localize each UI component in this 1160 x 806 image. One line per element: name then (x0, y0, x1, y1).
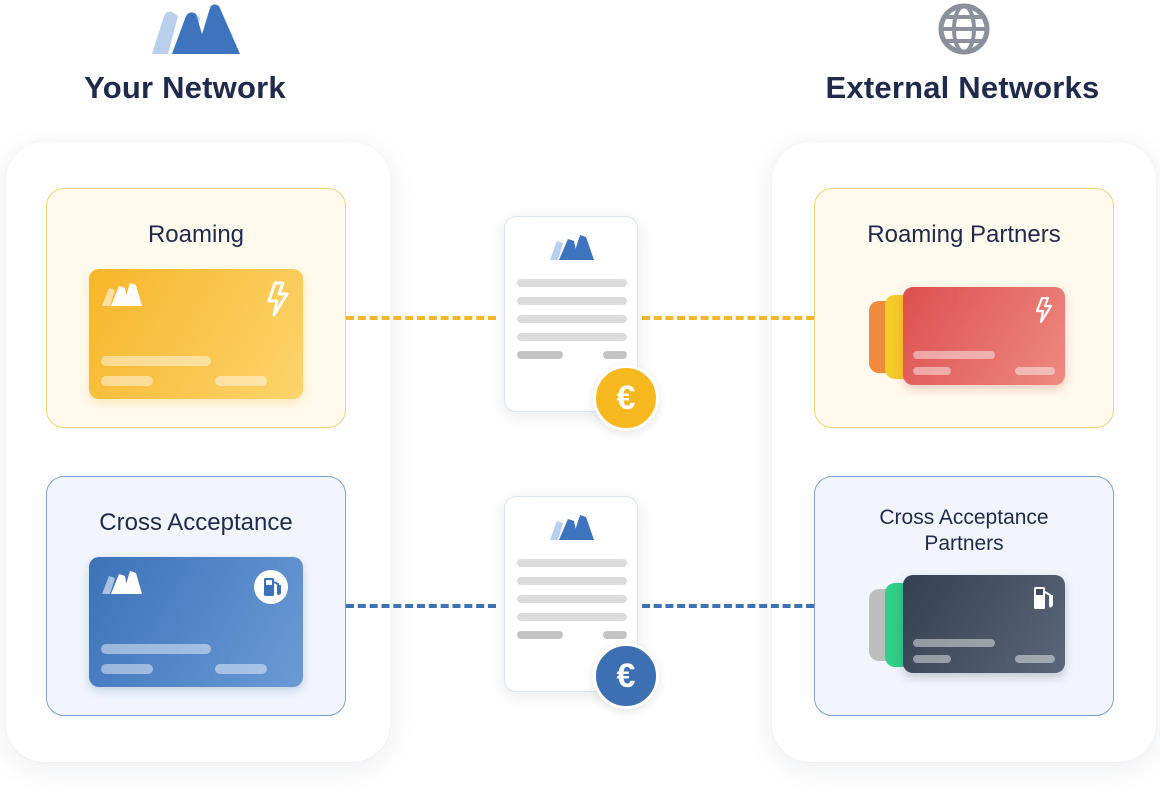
external-networks-title: External Networks (825, 70, 1100, 105)
brand-logo-icon (550, 235, 594, 260)
euro-coin-icon: € (593, 643, 659, 709)
your-network-title: Your Network (84, 70, 286, 105)
cross-acceptance-box: Cross Acceptance (46, 476, 346, 716)
fuel-pump-icon (1034, 587, 1053, 609)
roaming-box: Roaming (46, 188, 346, 428)
fuel-pump-icon (254, 570, 288, 604)
brand-logo-icon (550, 515, 594, 540)
lightning-icon (1035, 297, 1053, 323)
roaming-connector-left (346, 316, 496, 320)
cross-acceptance-partners-title-line1: Cross Acceptance (879, 506, 1049, 529)
cross-acceptance-connector-left (346, 604, 496, 608)
brand-logo-icon (150, 2, 242, 56)
lightning-icon (267, 281, 289, 317)
cross-acceptance-partners-title-line2: Partners (924, 532, 1004, 555)
roaming-partners-box: Roaming Partners (814, 188, 1114, 428)
roaming-partners-title: Roaming Partners (867, 221, 1061, 248)
globe-icon (936, 2, 992, 56)
cross-acceptance-connector-right (642, 604, 814, 608)
cross-acceptance-title: Cross Acceptance (99, 509, 293, 536)
roaming-card (89, 269, 303, 399)
dark-partner-card (903, 575, 1065, 673)
cross-acceptance-partners-box: Cross Acceptance Partners (814, 476, 1114, 716)
brand-logo-icon (102, 571, 142, 594)
cross-acceptance-partners-title: Cross Acceptance Partners (815, 505, 1113, 557)
cross-acceptance-card (89, 557, 303, 687)
red-partner-card (903, 287, 1065, 385)
euro-coin-icon: € (593, 365, 659, 431)
brand-logo-icon (102, 283, 142, 306)
roaming-title: Roaming (147, 221, 245, 248)
roaming-connector-right (642, 316, 814, 320)
